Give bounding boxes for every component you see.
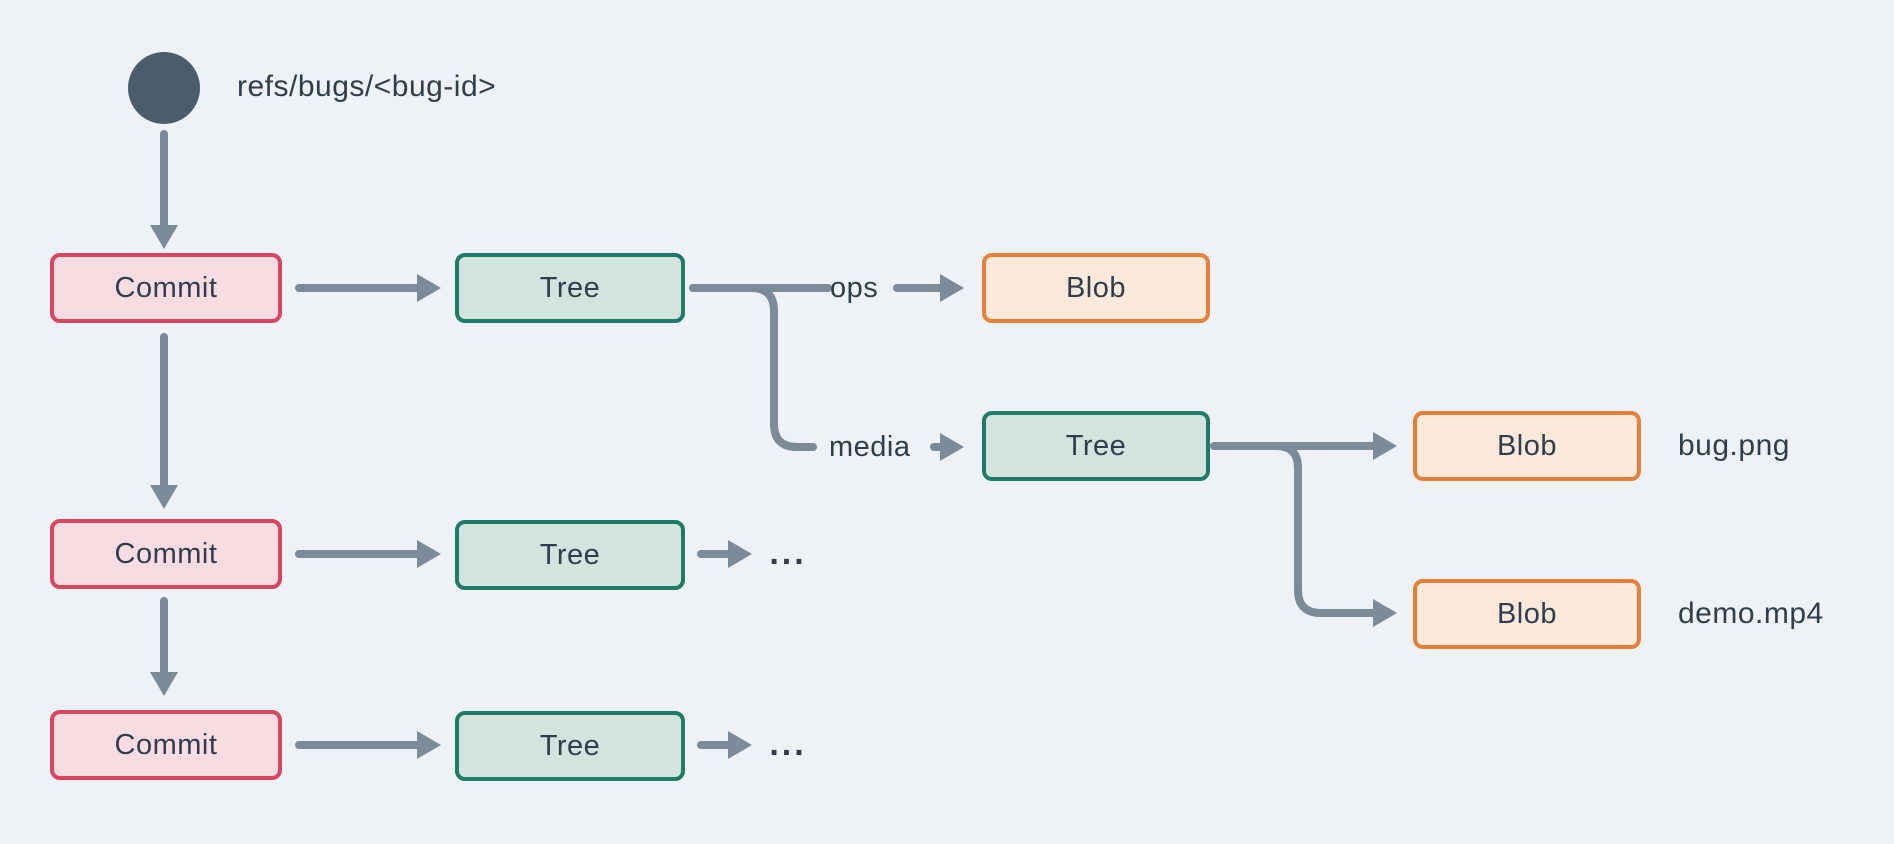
commit-node-3: Commit xyxy=(50,710,282,780)
edge-label-ops: ops xyxy=(830,271,879,304)
tree-node-label: Tree xyxy=(539,729,601,762)
commit-node-label: Commit xyxy=(114,728,218,761)
file-label-demo-mp4: demo.mp4 xyxy=(1678,597,1824,630)
tree-node-row3: Tree xyxy=(455,711,685,781)
tree-node-label: Tree xyxy=(1065,429,1127,462)
commit-node-label: Commit xyxy=(114,537,218,570)
ref-circle xyxy=(128,52,200,124)
commit-node-2: Commit xyxy=(50,519,282,589)
ref-label: refs/bugs/<bug-id> xyxy=(237,70,497,103)
arrow-tree2-branch-to-blob-demo xyxy=(1272,442,1397,627)
blob-node-bug-png: Blob xyxy=(1413,411,1641,481)
line-tree1-branch-to-media xyxy=(747,284,817,451)
tree-node-label: Tree xyxy=(539,538,601,571)
blob-node-ops: Blob xyxy=(982,253,1210,323)
tree-node-1: Tree xyxy=(455,253,685,323)
blob-node-label: Blob xyxy=(1496,429,1558,462)
blob-node-label: Blob xyxy=(1065,271,1127,304)
ellipsis-row2: ... xyxy=(769,533,807,572)
file-label-bug-png: bug.png xyxy=(1678,429,1790,462)
commit-node-1: Commit xyxy=(50,253,282,323)
blob-node-demo-mp4: Blob xyxy=(1413,579,1641,649)
blob-node-label: Blob xyxy=(1496,597,1558,630)
ellipsis-row3: ... xyxy=(769,724,807,763)
tree-node-media: Tree xyxy=(982,411,1210,481)
tree-node-row2: Tree xyxy=(455,520,685,590)
tree-node-label: Tree xyxy=(539,271,601,304)
edge-label-media: media xyxy=(829,430,911,463)
commit-node-label: Commit xyxy=(114,271,218,304)
